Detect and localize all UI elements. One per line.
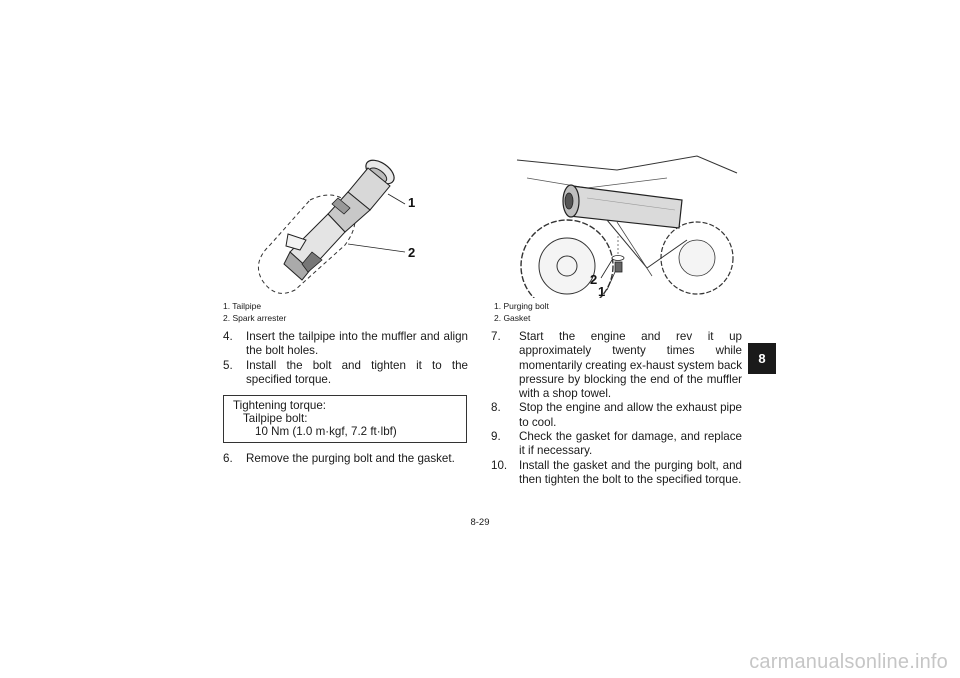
leader-line-2 — [347, 243, 406, 253]
dashed-enclosure — [257, 194, 356, 294]
step-item: 5. Install the bolt and tighten it to th… — [223, 359, 468, 388]
callout-2: 2 — [408, 245, 415, 260]
callout-2: 2 — [590, 272, 597, 287]
gasket — [611, 255, 625, 261]
step-number: 7. — [491, 330, 501, 343]
step-item: 4. Insert the tailpipe into the muffler … — [223, 330, 468, 359]
caption-item: 1. Purging bolt — [494, 301, 549, 311]
torque-value: 10 Nm (1.0 m·kgf, 7.2 ft·lbf) — [255, 425, 397, 438]
step-text: Install the gasket and the purging bolt,… — [519, 458, 742, 486]
step-number: 9. — [491, 430, 501, 444]
tailpipe-illustration: 1 2 — [257, 159, 415, 294]
step-text: Install the bolt and tighten it to the s… — [246, 358, 468, 386]
torque-item: Tailpipe bolt: — [243, 412, 308, 425]
caption-item: 2. Gasket — [494, 312, 531, 323]
leader-line-1 — [387, 193, 406, 205]
step-number: 6. — [223, 452, 233, 465]
page-number: 8-29 — [470, 517, 490, 528]
step-text: Start the engine and rev it up approxima… — [519, 330, 742, 401]
left-steps: 4. Insert the tailpipe into the muffler … — [223, 330, 468, 387]
muffler-illustration: 2 1 — [516, 155, 738, 298]
step-text: Insert the tailpipe into the muffler and… — [246, 330, 468, 358]
callout-1: 1 — [598, 284, 605, 298]
purging-bolt — [614, 261, 623, 273]
step-item: 6. Remove the purging bolt and the gaske… — [223, 452, 468, 466]
step-text: Check the gasket for damage, and replace… — [519, 430, 742, 458]
rear-wheel — [520, 219, 614, 298]
step-item: 9. Check the gasket for damage, and repl… — [491, 430, 742, 459]
step-item: 7. Start the engine and rev it up approx… — [491, 330, 742, 401]
step-number: 5. — [223, 358, 233, 372]
step-number: 8. — [491, 401, 501, 415]
chapter-tab: 8 — [748, 343, 776, 374]
step-text: Remove the purging bolt and the gasket. — [246, 452, 455, 465]
step-item: 10. Install the gasket and the purging b… — [491, 459, 742, 488]
step-text: Stop the engine and allow the exhaust pi… — [519, 401, 742, 429]
muffler-body — [568, 185, 683, 229]
left-steps-continued: 6. Remove the purging bolt and the gaske… — [223, 452, 468, 466]
torque-title: Tightening torque: — [233, 399, 327, 412]
callout-1: 1 — [408, 195, 415, 210]
caption-item: 2. Spark arrester — [223, 312, 287, 323]
torque-spec-box: Tightening torque: Tailpipe bolt: 10 Nm … — [223, 395, 467, 443]
caption-item: 1. Tailpipe — [223, 301, 262, 311]
step-number: 4. — [223, 330, 233, 343]
left-figure-caption: 1. Tailpipe 2. Spark arrester — [223, 301, 286, 324]
step-number: 10. — [491, 458, 508, 472]
step-item: 8. Stop the engine and allow the exhaust… — [491, 401, 742, 430]
right-figure-caption: 1. Purging bolt 2. Gasket — [494, 301, 549, 324]
footer-watermark: carmanualsonline.info — [749, 651, 948, 673]
right-steps: 7. Start the engine and rev it up approx… — [491, 330, 742, 487]
